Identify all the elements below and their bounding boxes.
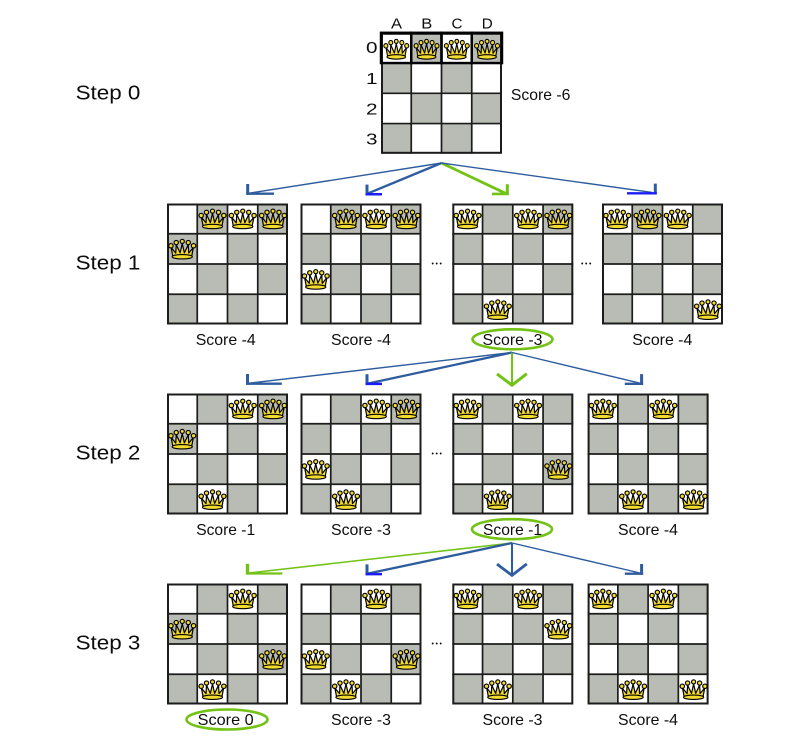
svg-text:3: 3 [366,132,378,149]
svg-text:Score -4: Score -4 [618,712,678,729]
svg-text:0: 0 [366,40,378,57]
svg-text:Step 3: Step 3 [76,633,141,655]
svg-text:Score -6: Score -6 [511,87,571,104]
svg-text:Step 1: Step 1 [76,252,141,274]
svg-text:Score -3: Score -3 [331,712,391,729]
svg-text:Score -4: Score -4 [632,332,692,349]
svg-text:Score -4: Score -4 [618,522,678,539]
svg-text:Score -3: Score -3 [331,522,391,539]
svg-text:Score -1: Score -1 [196,522,255,539]
svg-text:2: 2 [366,101,378,118]
svg-text:Score -3: Score -3 [483,712,543,729]
svg-text:Score 0: Score 0 [198,712,254,729]
svg-text:Step 0: Step 0 [76,82,141,104]
svg-text:C: C [452,17,463,33]
svg-text:Score -4: Score -4 [196,332,256,349]
svg-text:Step 2: Step 2 [76,443,141,465]
svg-text:B: B [421,17,432,33]
svg-text:1: 1 [366,71,378,88]
svg-text:Score -4: Score -4 [331,332,391,349]
svg-text:Score -1: Score -1 [483,522,542,539]
svg-text:Score -3: Score -3 [483,332,543,349]
svg-text:A: A [391,17,402,33]
svg-text:D: D [482,17,493,33]
